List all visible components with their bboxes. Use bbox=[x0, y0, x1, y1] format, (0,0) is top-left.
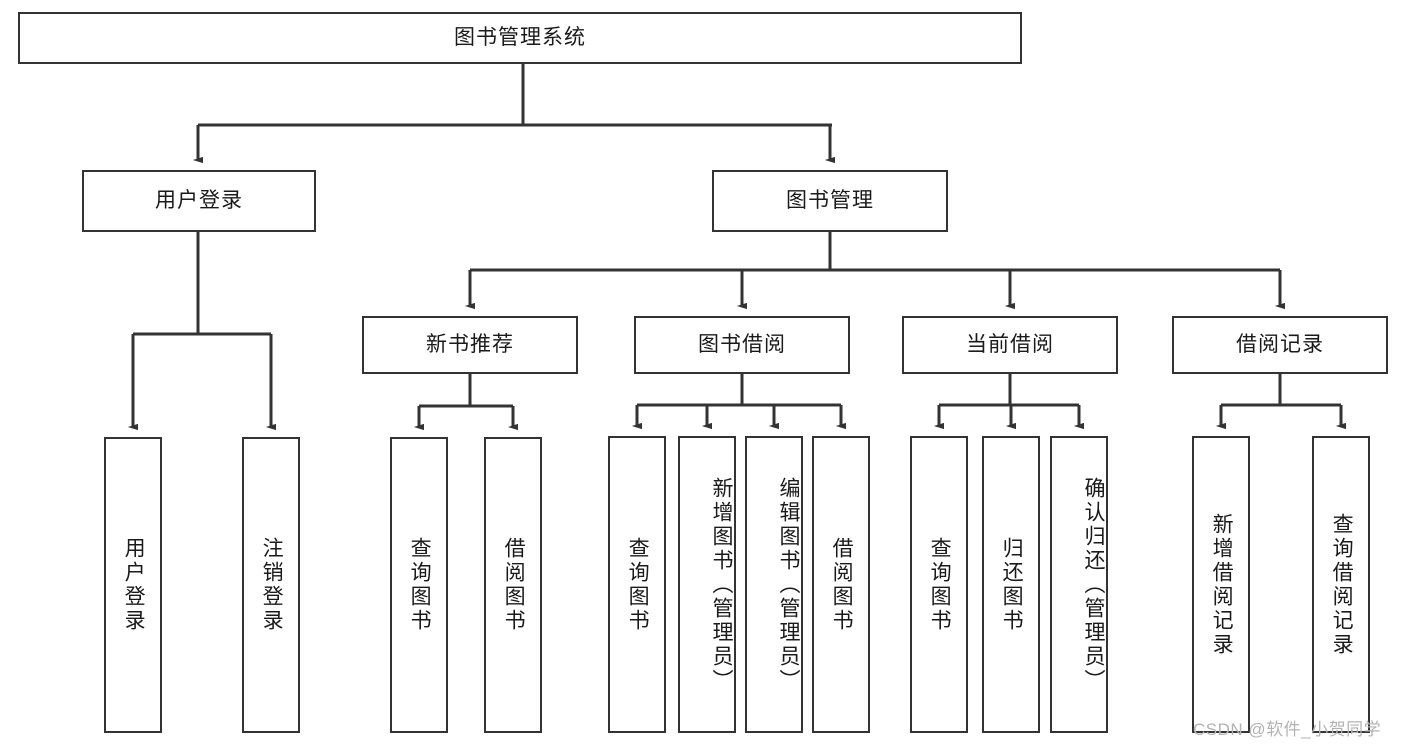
node-current-borrow[interactable]: 当前借阅 bbox=[902, 316, 1118, 374]
node-user-login[interactable]: 用户登录 bbox=[82, 170, 316, 232]
leaf-query-borrow-record[interactable]: 查询借阅记录 bbox=[1312, 436, 1370, 733]
leaf-query-book-current[interactable]: 查询图书 bbox=[910, 436, 968, 733]
leaf-query-book-borrow[interactable]: 查询图书 bbox=[608, 436, 666, 733]
node-borrow-record[interactable]: 借阅记录 bbox=[1172, 316, 1388, 374]
leaf-borrow-book[interactable]: 借阅图书 bbox=[812, 436, 870, 733]
leaf-confirm-return-admin[interactable]: 确认归还（管理员） bbox=[1050, 436, 1108, 733]
leaf-add-book-admin[interactable]: 新增图书（管理员） bbox=[678, 436, 736, 733]
leaf-add-borrow-record[interactable]: 新增借阅记录 bbox=[1192, 436, 1250, 733]
leaf-logout[interactable]: 注销登录 bbox=[242, 437, 300, 733]
leaf-edit-book-admin[interactable]: 编辑图书（管理员） bbox=[745, 436, 803, 733]
watermark-text: CSDN @软件_小贺同学 bbox=[1193, 720, 1382, 739]
node-book-borrow[interactable]: 图书借阅 bbox=[634, 316, 850, 374]
leaf-user-login[interactable]: 用户登录 bbox=[104, 437, 162, 733]
leaf-query-book-recommendation[interactable]: 查询图书 bbox=[390, 437, 448, 733]
node-root[interactable]: 图书管理系统 bbox=[18, 12, 1022, 64]
node-new-book-recommendation[interactable]: 新书推荐 bbox=[362, 316, 578, 374]
node-book-manage[interactable]: 图书管理 bbox=[712, 170, 948, 232]
leaf-return-book[interactable]: 归还图书 bbox=[982, 436, 1040, 733]
leaf-borrow-book-recommendation[interactable]: 借阅图书 bbox=[484, 437, 542, 733]
